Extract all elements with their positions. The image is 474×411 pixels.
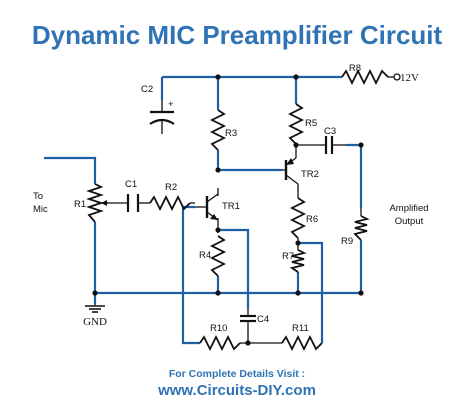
junction-dots bbox=[92, 74, 364, 346]
label-c3: C3 bbox=[324, 126, 336, 137]
label-r1: R1 bbox=[74, 199, 86, 210]
label-r3: R3 bbox=[225, 128, 237, 139]
label-r2: R2 bbox=[165, 182, 177, 193]
label-tr2: TR2 bbox=[301, 169, 319, 180]
footer-website-link[interactable]: www.Circuits-DIY.com bbox=[157, 382, 316, 399]
diagram-title: Dynamic MIC Preamplifier Circuit bbox=[32, 20, 443, 50]
gnd-label: GND bbox=[83, 316, 107, 328]
resistor-r6 bbox=[289, 197, 307, 239]
label-r4: R4 bbox=[199, 250, 211, 261]
output-label-line1: Amplified bbox=[389, 203, 428, 214]
label-r5: R5 bbox=[305, 118, 317, 129]
label-r6: R6 bbox=[306, 214, 318, 225]
blue-wiring bbox=[44, 75, 363, 345]
resistor-r3 bbox=[209, 109, 227, 151]
mic-label-mic: Mic bbox=[33, 204, 48, 215]
capacitor-c4 bbox=[240, 314, 256, 323]
label-c1: C1 bbox=[125, 179, 137, 190]
resistor-r10 bbox=[199, 334, 241, 352]
capacitor-c3 bbox=[324, 136, 334, 154]
transistor-tr1 bbox=[195, 193, 219, 221]
resistor-r7 bbox=[289, 249, 307, 273]
footer-visit-text: For Complete Details Visit : bbox=[169, 368, 305, 380]
resistor-r8 bbox=[341, 68, 389, 86]
resistor-r2 bbox=[149, 194, 191, 212]
potentiometer-r1 bbox=[86, 183, 108, 223]
black-wiring bbox=[94, 76, 394, 344]
mic-label-to: To bbox=[33, 191, 43, 202]
c2-plus-sign: + bbox=[168, 99, 174, 110]
output-label-line2: Output bbox=[395, 216, 424, 227]
label-tr1: TR1 bbox=[222, 201, 240, 212]
label-r8: R8 bbox=[349, 63, 361, 74]
label-r9: R9 bbox=[341, 236, 353, 247]
label-r7: R7 bbox=[282, 251, 294, 262]
label-c4: C4 bbox=[257, 314, 269, 325]
label-r10: R10 bbox=[210, 323, 227, 334]
capacitor-c1 bbox=[126, 194, 140, 212]
label-c2: C2 bbox=[141, 84, 153, 95]
resistor-r11 bbox=[281, 334, 323, 352]
transistor-tr2 bbox=[282, 157, 299, 185]
resistor-r9 bbox=[353, 215, 370, 241]
capacitor-c2-electrolytic: + bbox=[149, 99, 175, 128]
resistor-r5 bbox=[287, 103, 305, 145]
label-r11: R11 bbox=[292, 323, 309, 334]
supply-terminal bbox=[393, 73, 401, 81]
resistor-r4 bbox=[209, 235, 227, 277]
ground-icon bbox=[85, 305, 105, 313]
label-supply: 12V bbox=[400, 72, 419, 84]
